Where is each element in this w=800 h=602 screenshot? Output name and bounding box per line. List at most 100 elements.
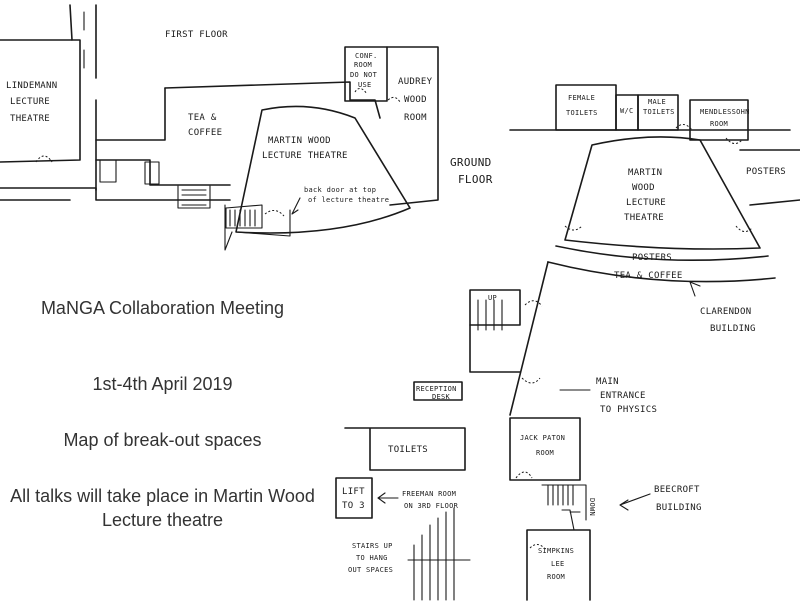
- ground-floor-label-1: GROUND: [450, 156, 492, 169]
- audrey-wood-walls: [386, 46, 439, 206]
- male-toilets-label-1: MALE: [648, 98, 666, 106]
- simpkins-label-3: ROOM: [547, 573, 565, 581]
- female-toilets-walls: [555, 84, 617, 131]
- main-entrance-label-3: TO PHYSICS: [600, 405, 657, 415]
- tea-area-top-wall: [164, 81, 381, 119]
- martin-wood-ff-walls: [235, 105, 411, 234]
- jack-paton-label-1: JACK PATON: [520, 434, 565, 442]
- back-door-partition: [235, 209, 291, 237]
- tea-area-walls: [95, 87, 231, 186]
- gf-tea-label: TEA & COFFEE: [614, 271, 683, 281]
- lift-label-2: TO 3: [342, 501, 365, 511]
- freeman-label-1: FREEMAN ROOM: [402, 490, 456, 498]
- beecroft-label-1: BEECROFT: [654, 485, 700, 495]
- corridor-walls: [69, 4, 97, 191]
- down-stair-rail: [541, 484, 587, 521]
- main-entrance-label-1: MAIN: [596, 377, 619, 387]
- first-floor-stairs: [177, 185, 211, 209]
- gf-martin-wood-label-3: LECTURE: [626, 198, 666, 208]
- simpkins-lee-door: [529, 544, 547, 551]
- down-stair-treads: [547, 484, 574, 506]
- tea-coffee-arc: [547, 261, 776, 283]
- stairs-arrow: [224, 204, 233, 251]
- beecroft-arrow: [619, 493, 651, 511]
- reception-label-1: RECEPTION: [416, 385, 457, 393]
- mendlessohn-label-2: ROOM: [710, 120, 728, 128]
- audrey-wood-label-2: WOOD: [404, 95, 427, 105]
- down-stair-lower: [561, 509, 581, 531]
- lindemann-label-3: THEATRE: [10, 114, 50, 124]
- ff-tea-label-1: TEA &: [188, 113, 217, 123]
- lindemann-label-2: LECTURE: [10, 97, 50, 107]
- lift-label-1: LIFT: [342, 487, 365, 497]
- main-corridor-left: [509, 261, 549, 416]
- conf-room-label-4: USE: [358, 81, 372, 89]
- talks-note: All talks will take place in Martin Wood…: [10, 486, 315, 530]
- upper-stairwell: [469, 289, 521, 326]
- jack-paton-walls: [509, 417, 581, 481]
- toilets-walls: [344, 427, 466, 471]
- audrey-wood-label-1: AUDREY: [398, 77, 433, 87]
- seating-rows: [229, 209, 256, 227]
- conf-room-label-3: DO NOT: [350, 71, 378, 79]
- posters-arc-label: POSTERS: [632, 253, 672, 263]
- lindemann-door: [35, 155, 53, 163]
- wc-label: W/C: [620, 107, 634, 115]
- ground-floor-plan: [335, 84, 800, 601]
- lindemann-label-1: LINDEMANN: [6, 81, 57, 91]
- simpkins-label-2: LEE: [551, 560, 565, 568]
- ff-martin-wood-label-1: MARTIN WOOD: [268, 136, 331, 146]
- clarendon-label-2: BUILDING: [710, 324, 756, 334]
- stairs-up-label-1: STAIRS UP: [352, 542, 393, 550]
- female-toilets-label-1: FEMALE: [568, 94, 595, 102]
- posters-arc: [555, 245, 769, 262]
- back-door-label-1: back door at top: [304, 186, 376, 194]
- conf-room-door: [354, 88, 368, 95]
- ff-tea-label-2: COFFEE: [188, 128, 222, 138]
- reception-desk-box: [413, 381, 463, 401]
- male-toilets-label-2: TOILETS: [643, 108, 675, 116]
- conf-room-label-2: ROOM: [354, 61, 372, 69]
- conf-room-label-1: CONF.: [355, 52, 378, 60]
- first-floor-plan: [0, 4, 439, 251]
- clarendon-arrow: [689, 281, 701, 297]
- mendlessohn-door: [725, 137, 743, 144]
- posters-side-walls: [739, 149, 800, 206]
- toilets-label: TOILETS: [388, 445, 428, 455]
- ff-martin-wood-label-2: LECTURE THEATRE: [262, 151, 348, 161]
- mendlessohn-walls: [689, 99, 749, 141]
- gf-martin-wood-label-2: WOOD: [632, 183, 655, 193]
- meeting-title: MaNGA Collaboration Meeting: [40, 298, 285, 318]
- theatre-door-right: [735, 225, 753, 232]
- freeman-label-2: ON 3RD FLOOR: [404, 502, 459, 510]
- beecroft-label-2: BUILDING: [656, 503, 702, 513]
- down-label: DOWN: [588, 498, 596, 516]
- back-door-arrow: [291, 197, 301, 215]
- simpkins-lee-walls: [526, 529, 591, 601]
- tea-area-door-box: [99, 159, 117, 183]
- upper-stair-treads: [477, 299, 503, 331]
- theatre-door-left: [564, 225, 583, 231]
- stair-treads: [181, 189, 207, 206]
- up-label: UP: [488, 294, 497, 302]
- martin-wood-gf-walls: [564, 136, 761, 250]
- theatre-seating-block: [225, 204, 263, 229]
- main-entrance-door: [521, 377, 541, 384]
- lower-stairwell-wall: [469, 324, 521, 373]
- back-door-label-2: of lecture theatre: [308, 196, 389, 204]
- stairs-up-label-3: OUT SPACES: [348, 566, 393, 574]
- lindemann-theatre-walls: [0, 39, 81, 163]
- main-entrance-label-2: ENTRANCE: [600, 391, 646, 401]
- simpkins-label-1: SIMPKINS: [538, 547, 574, 555]
- first-floor-label: FIRST FLOOR: [165, 30, 228, 40]
- back-door-arc: [264, 210, 285, 217]
- lift-walls: [335, 477, 373, 519]
- ground-floor-label-2: FLOOR: [458, 173, 493, 186]
- tea-area-door-box-2: [144, 161, 160, 185]
- jack-paton-door: [515, 471, 533, 479]
- stairwell-door: [524, 300, 543, 307]
- audrey-wood-label-3: ROOM: [404, 113, 427, 123]
- female-toilets-label-2: TOILETS: [566, 109, 598, 117]
